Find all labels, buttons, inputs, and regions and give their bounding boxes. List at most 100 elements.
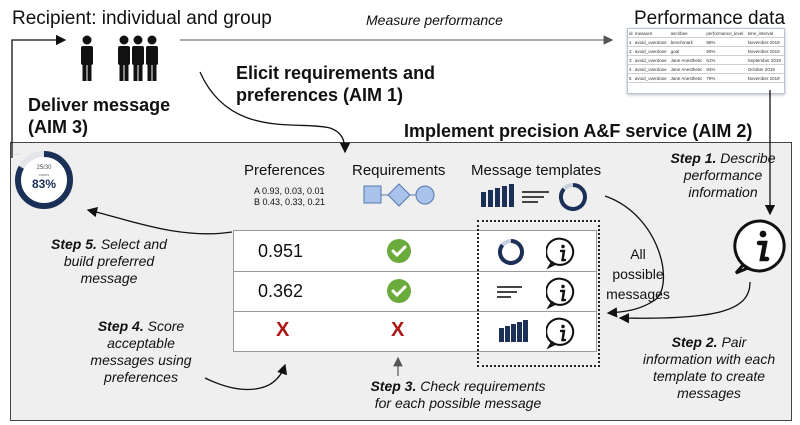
measure-performance-label: Measure performance: [366, 12, 503, 28]
table-row: 4 avoid_overdose Jane Anesthetic 84% Oct…: [628, 64, 784, 74]
step3-line1: Step 3. Check requirements: [338, 378, 578, 395]
deliver-line2: (AIM 3): [28, 117, 88, 137]
score-cell: 0.951: [258, 241, 304, 261]
messages-table: 0.951 0.362 X X: [233, 230, 597, 352]
bar-chart-template-icon: [481, 184, 514, 207]
table-cell: November 2019: [746, 46, 784, 56]
templates-arrow: [604, 195, 665, 318]
step4-text: preferences: [104, 369, 178, 385]
performance-data-title: Performance data: [634, 8, 786, 29]
step5-text: build preferred: [63, 253, 155, 269]
header-cell: performance_level: [705, 29, 747, 38]
table-cell: 2: [628, 46, 634, 56]
step4-title: Step 4.: [97, 318, 144, 334]
table-cell: goal: [669, 46, 706, 56]
step2-text: messages: [677, 385, 741, 401]
donut-sub: cases: [38, 172, 50, 177]
all-messages-box: [477, 220, 600, 367]
info-icon: [546, 277, 575, 309]
recipient-title: Recipient: individual and group: [12, 8, 272, 29]
check-icon: [387, 279, 411, 303]
score-cell: 0.362: [258, 281, 304, 301]
table-row: 5 avoid_overdose Jane Anesthetic 79% Nov…: [628, 73, 784, 83]
elicit-arrow: [199, 71, 351, 154]
step3-title: Step 3.: [370, 378, 417, 394]
table-cell: November 2019: [746, 37, 784, 47]
table-cell: 5: [628, 73, 634, 83]
table-cell: benchmark: [669, 37, 706, 47]
table-cell: avoid_overdose: [633, 46, 670, 56]
step4-text: Score: [147, 318, 185, 334]
check-icon: [387, 239, 411, 263]
step2-label: Step 2. Pair information with each templ…: [624, 334, 794, 402]
header-cell: ascribee: [669, 29, 706, 38]
implement-title: Implement precision A&F service (AIM 2): [404, 121, 753, 141]
preference-b: B 0.43, 0.33, 0.21: [254, 197, 326, 207]
table-cell: 1: [628, 37, 634, 47]
text-message-icon: [497, 286, 522, 298]
step1-label: Step 1. Describe performance information: [648, 150, 798, 201]
elicit-label: Elicit requirements and preferences (AIM…: [236, 62, 435, 106]
performance-data-table: id measure ascribee performance_level ti…: [627, 28, 785, 94]
step2-text: information with each: [642, 351, 776, 367]
step5-line1: Step 5. Select and: [24, 236, 194, 253]
table-cell: 4: [628, 64, 634, 74]
step1-line1: Step 1. Describe: [648, 150, 798, 167]
table-cell: November 2019: [746, 73, 784, 83]
step1-text: Describe: [720, 150, 776, 166]
performance-info-icon: [733, 219, 786, 275]
table-cell: 3: [628, 55, 634, 65]
table-cell: Jane Anesthetic: [669, 55, 706, 65]
reject-x-icon: X: [276, 319, 290, 341]
all-label-line: messages: [606, 286, 670, 302]
elicit-line2: preferences (AIM 1): [236, 85, 404, 105]
table-cell: 84%: [705, 64, 747, 74]
step3-text: for each possible message: [374, 395, 542, 411]
header-cell: time_interval: [746, 29, 784, 38]
step1-title: Step 1.: [670, 150, 717, 166]
table-row: X X: [234, 311, 596, 351]
donut-chart-icon: [15, 151, 73, 209]
templates-header: Message templates: [471, 162, 602, 179]
table-cell: avoid_overdose: [633, 37, 670, 47]
table-cell: 88%: [705, 37, 747, 47]
donut-message-icon: [498, 239, 524, 265]
header-cell: id: [628, 29, 634, 38]
table-cell: avoid_overdose: [633, 73, 670, 83]
donut-tiny-header: ——: [14, 152, 20, 156]
individual-person-icon: [81, 35, 93, 81]
deliver-arrow: [11, 34, 67, 158]
step4-line1: Step 4. Score: [66, 318, 216, 335]
table-cell: 61%: [705, 55, 747, 65]
step5-text: message: [80, 270, 138, 286]
deliver-line1: Deliver message: [28, 95, 171, 115]
table-cell: avoid_overdose: [633, 64, 670, 74]
people-icon: [81, 35, 158, 81]
step1-text: performance: [683, 167, 763, 183]
text-template-icon: [522, 191, 549, 203]
step2-title: Step 2.: [671, 334, 718, 350]
step3-label: Step 3. Check requirements for each poss…: [338, 378, 578, 412]
table-row: 2 avoid_overdose goal 90% November 2019: [628, 46, 784, 56]
step4-label: Step 4. Score acceptable messages using …: [66, 318, 216, 386]
step5-text: Select and: [100, 236, 167, 252]
table-cell: September 2019: [746, 55, 784, 65]
table-row: 3 avoid_overdose Jane Anesthetic 61% Sep…: [628, 55, 784, 65]
info-icon: [546, 317, 575, 349]
step5-title: Step 5.: [51, 236, 97, 252]
step4-text: messages using: [90, 352, 192, 368]
preferences-header: Preferences: [244, 162, 325, 179]
preference-a: A 0.93, 0.03, 0.01: [254, 186, 325, 196]
all-label-line: All: [630, 246, 646, 262]
table-row: 0.362: [234, 271, 596, 312]
table-row: 0.951: [234, 231, 596, 272]
info-icon: [546, 237, 575, 269]
table-cell: October 2019: [746, 64, 784, 74]
all-label-line: possible: [612, 266, 664, 282]
all-possible-messages-label: All possible messages: [602, 244, 674, 304]
preference-values: A 0.93, 0.03, 0.01 B 0.43, 0.33, 0.21: [254, 186, 325, 208]
requirements-shapes-icon: [363, 183, 435, 207]
table-header: id measure ascribee performance_level ti…: [628, 29, 784, 38]
step4-arrow: [204, 363, 288, 391]
